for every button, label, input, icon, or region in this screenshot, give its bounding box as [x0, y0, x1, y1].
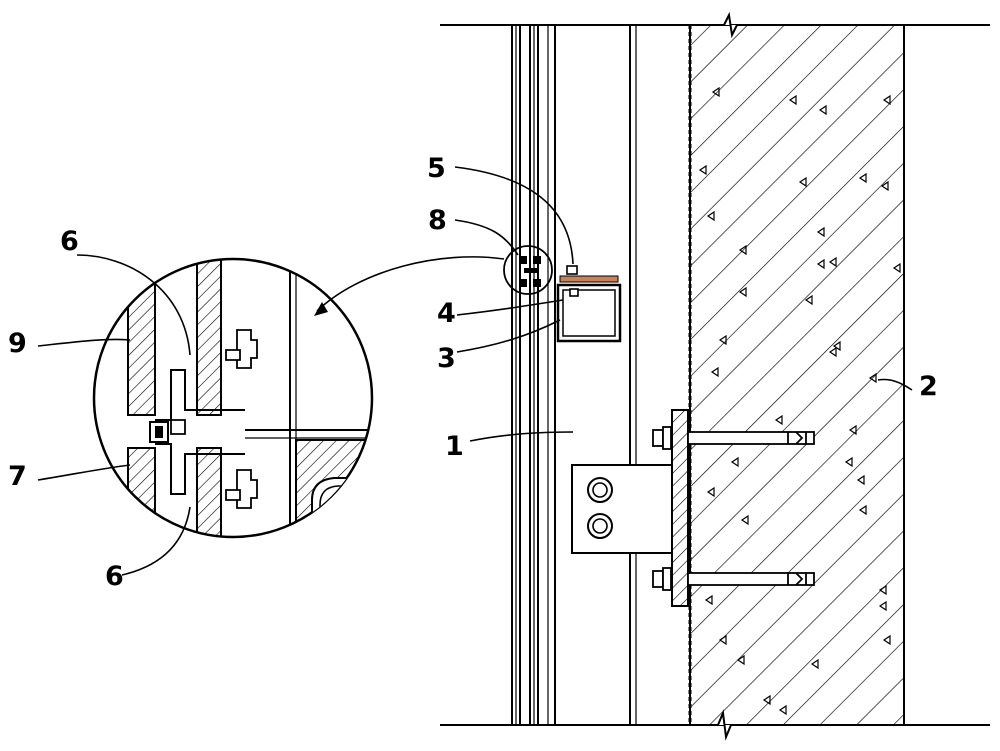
- enlarged-detail: [92, 256, 505, 539]
- anchor-bolt-lower: [652, 567, 815, 591]
- concrete-body: [689, 24, 905, 726]
- bracket-plate: [571, 464, 673, 554]
- detail-link-arrow: [316, 256, 505, 312]
- mullion-and-glazing: [511, 25, 637, 725]
- anchor-bolt-upper: [652, 426, 815, 450]
- concrete-wall: [440, 11, 990, 741]
- bottom-break-symbol: [717, 709, 732, 741]
- callout-6-lower: 6: [105, 561, 124, 592]
- bracket-assembly: [571, 409, 815, 607]
- callout-9: 9: [8, 328, 27, 359]
- leader-lines: [37, 166, 913, 576]
- callout-1: 1: [445, 431, 464, 462]
- callout-2: 2: [919, 371, 938, 402]
- callout-labels: 1 2 3 4 5 6 6 7 8 9: [8, 153, 938, 592]
- callout-8: 8: [428, 205, 447, 236]
- embedded-plate: [671, 409, 689, 607]
- callout-4: 4: [437, 298, 456, 329]
- detail-circle-small: [503, 245, 553, 295]
- gasket-strip: [559, 275, 619, 283]
- top-break-symbol: [723, 11, 738, 39]
- callout-3: 3: [437, 343, 456, 374]
- aggregate-marks: [698, 86, 901, 716]
- callout-5: 5: [427, 153, 446, 184]
- steel-tube: [556, 265, 622, 343]
- callout-7: 7: [8, 461, 27, 492]
- callout-6-upper: 6: [60, 226, 79, 257]
